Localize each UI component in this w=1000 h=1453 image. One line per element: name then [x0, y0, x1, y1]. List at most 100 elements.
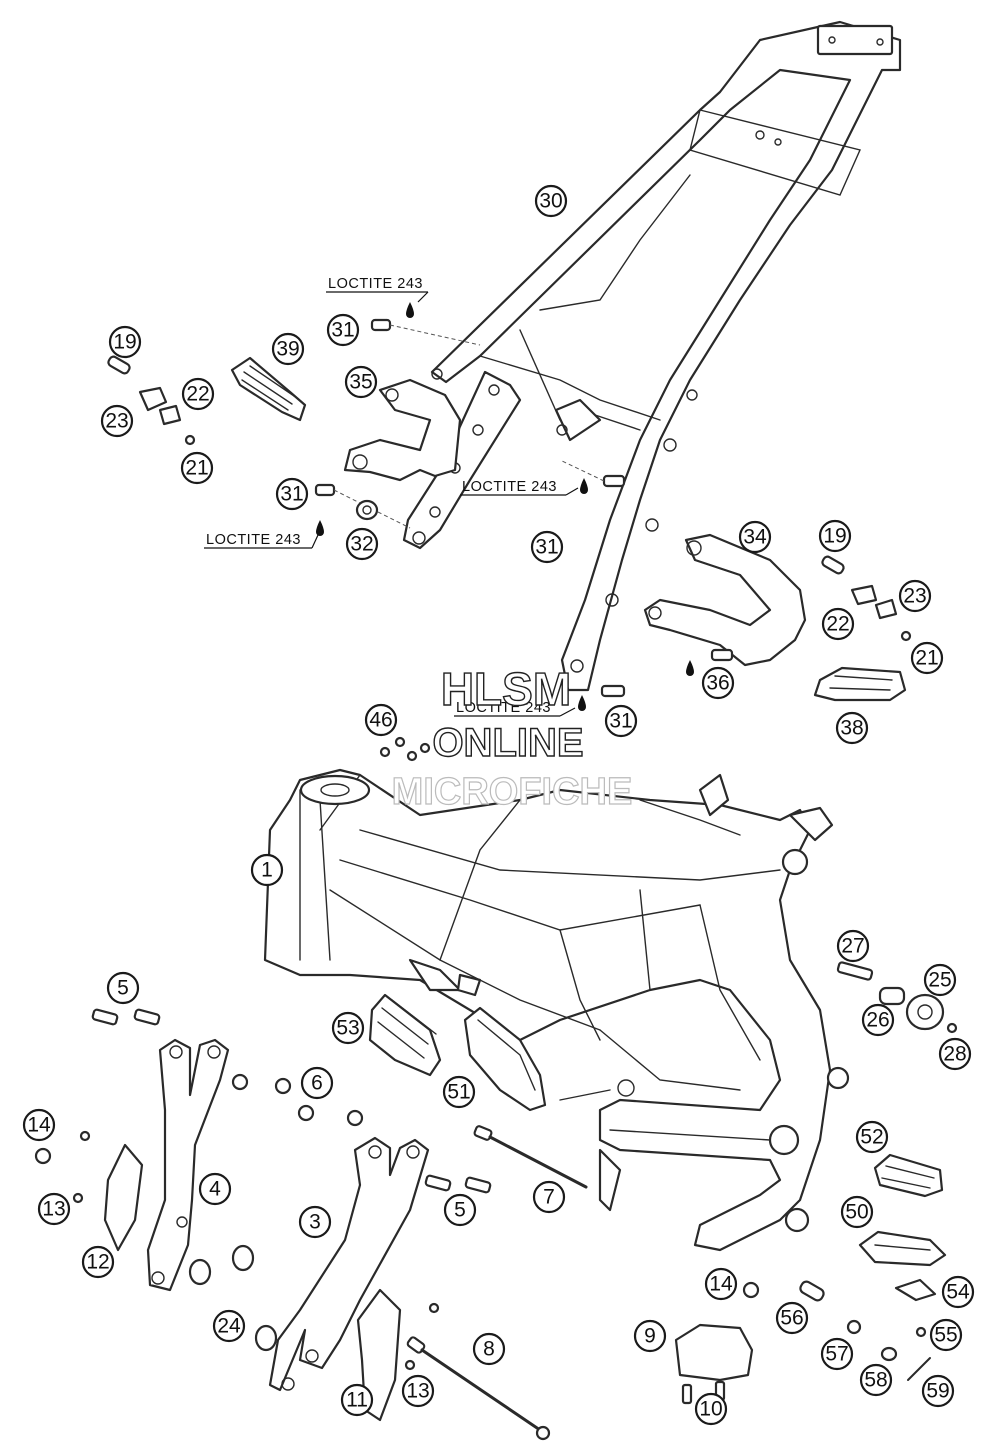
- callout-6: 6: [300, 1066, 334, 1100]
- callout-56: 56: [775, 1301, 809, 1335]
- callout-39: 39: [271, 332, 305, 366]
- footrest-bracket-left: [343, 378, 462, 482]
- callout-50: 50: [840, 1195, 874, 1229]
- callout-30: 30: [534, 184, 568, 218]
- front-footrest-50: [858, 1230, 947, 1267]
- svg-text:13: 13: [406, 1380, 429, 1403]
- watermark: HLSM ONLINE MICROFICHE: [391, 662, 633, 813]
- svg-text:22: 22: [186, 383, 209, 406]
- svg-text:LOCTITE 243: LOCTITE 243: [456, 700, 551, 716]
- callout-28: 28: [938, 1037, 972, 1071]
- svg-text:11: 11: [346, 1389, 368, 1412]
- callout-59: 59: [921, 1374, 955, 1408]
- callout-38: 38: [835, 711, 869, 745]
- callout-14-left: 14: [22, 1108, 56, 1142]
- callout-19-right: 19: [818, 519, 852, 553]
- callout-5-right: 5: [443, 1193, 477, 1227]
- engine-mount-3: [268, 1136, 430, 1392]
- loctite-note-top: LOCTITE 243: [326, 276, 429, 318]
- watermark-line1: HLSM: [441, 663, 571, 715]
- svg-text:5: 5: [117, 977, 129, 1000]
- callout-1: 1: [250, 853, 284, 887]
- svg-text:35: 35: [349, 371, 372, 394]
- front-footrest-52: [873, 1153, 944, 1198]
- svg-text:52: 52: [860, 1126, 883, 1149]
- svg-text:27: 27: [841, 935, 864, 958]
- main-frame: [263, 768, 850, 1252]
- callout-32: 32: [345, 527, 379, 561]
- callout-11: 11: [340, 1383, 374, 1417]
- small-bolts-13: [72, 1130, 440, 1371]
- callout-21-left: 21: [180, 451, 214, 485]
- svg-text:9: 9: [644, 1325, 656, 1348]
- small-parts-right: [821, 555, 912, 642]
- svg-text:23: 23: [105, 410, 128, 433]
- callout-57: 57: [820, 1337, 854, 1371]
- callout-24: 24: [212, 1309, 246, 1343]
- front-footrest-51: [463, 1006, 547, 1112]
- pivot-parts-27-28: [836, 961, 958, 1034]
- svg-text:8: 8: [483, 1338, 495, 1361]
- bushings-24: [188, 1244, 278, 1352]
- callout-13-left: 13: [37, 1192, 71, 1226]
- svg-text:24: 24: [217, 1315, 241, 1338]
- svg-text:25: 25: [928, 969, 951, 992]
- svg-text:21: 21: [185, 457, 208, 480]
- svg-text:57: 57: [825, 1343, 848, 1366]
- svg-text:LOCTITE 243: LOCTITE 243: [462, 479, 557, 495]
- callout-25: 25: [923, 963, 957, 997]
- front-footrest-53: [368, 993, 442, 1077]
- callout-5-left: 5: [106, 971, 140, 1005]
- svg-text:14: 14: [27, 1114, 51, 1137]
- svg-text:12: 12: [86, 1251, 109, 1274]
- svg-text:46: 46: [369, 709, 392, 732]
- svg-text:51: 51: [447, 1081, 470, 1104]
- callout-35: 35: [344, 365, 378, 399]
- svg-text:53: 53: [336, 1017, 359, 1040]
- guard-11: [356, 1288, 402, 1422]
- svg-text:38: 38: [840, 717, 863, 740]
- svg-text:21: 21: [915, 647, 938, 670]
- callout-23-right: 23: [898, 579, 932, 613]
- svg-text:1: 1: [261, 859, 273, 882]
- svg-text:LOCTITE 243: LOCTITE 243: [206, 532, 301, 548]
- callout-31-top: 31: [326, 313, 360, 347]
- callout-22-left: 22: [181, 377, 215, 411]
- part-9: [674, 1323, 754, 1382]
- svg-text:10: 10: [699, 1398, 722, 1421]
- callout-8: 8: [472, 1332, 506, 1366]
- callout-4: 4: [198, 1172, 232, 1206]
- footrest-bracket-right: [643, 533, 807, 667]
- svg-text:13: 13: [42, 1198, 65, 1221]
- callout-46: 46: [364, 703, 398, 737]
- callout-9: 9: [633, 1319, 667, 1353]
- nuts-6: [34, 1073, 364, 1165]
- svg-text:19: 19: [113, 331, 136, 354]
- loctite-note-lower: LOCTITE 243: [454, 660, 694, 717]
- svg-text:30: 30: [539, 190, 562, 213]
- rear-subframe: [402, 20, 902, 692]
- svg-text:55: 55: [934, 1324, 957, 1347]
- watermark-line2: ONLINE: [432, 721, 583, 765]
- callout-54: 54: [941, 1275, 975, 1309]
- bolts-5-right: [424, 1174, 492, 1194]
- callout-13-right: 13: [401, 1374, 435, 1408]
- callout-10: 10: [694, 1392, 728, 1426]
- misc-parts-right: [742, 1278, 937, 1381]
- callout-52: 52: [855, 1120, 889, 1154]
- svg-text:23: 23: [903, 585, 926, 608]
- callout-3: 3: [298, 1205, 332, 1239]
- callout-12: 12: [81, 1245, 115, 1279]
- bolts-46: [379, 736, 431, 762]
- callout-31-left: 31: [275, 477, 309, 511]
- svg-text:54: 54: [946, 1281, 970, 1304]
- callout-23-left: 23: [100, 404, 134, 438]
- svg-text:36: 36: [706, 672, 729, 695]
- callout-58: 58: [859, 1363, 893, 1397]
- svg-text:59: 59: [926, 1380, 949, 1403]
- callout-31-center: 31: [530, 530, 564, 564]
- svg-text:5: 5: [454, 1199, 466, 1222]
- callout-19-left: 19: [108, 325, 142, 359]
- bracket-12: [103, 1143, 144, 1252]
